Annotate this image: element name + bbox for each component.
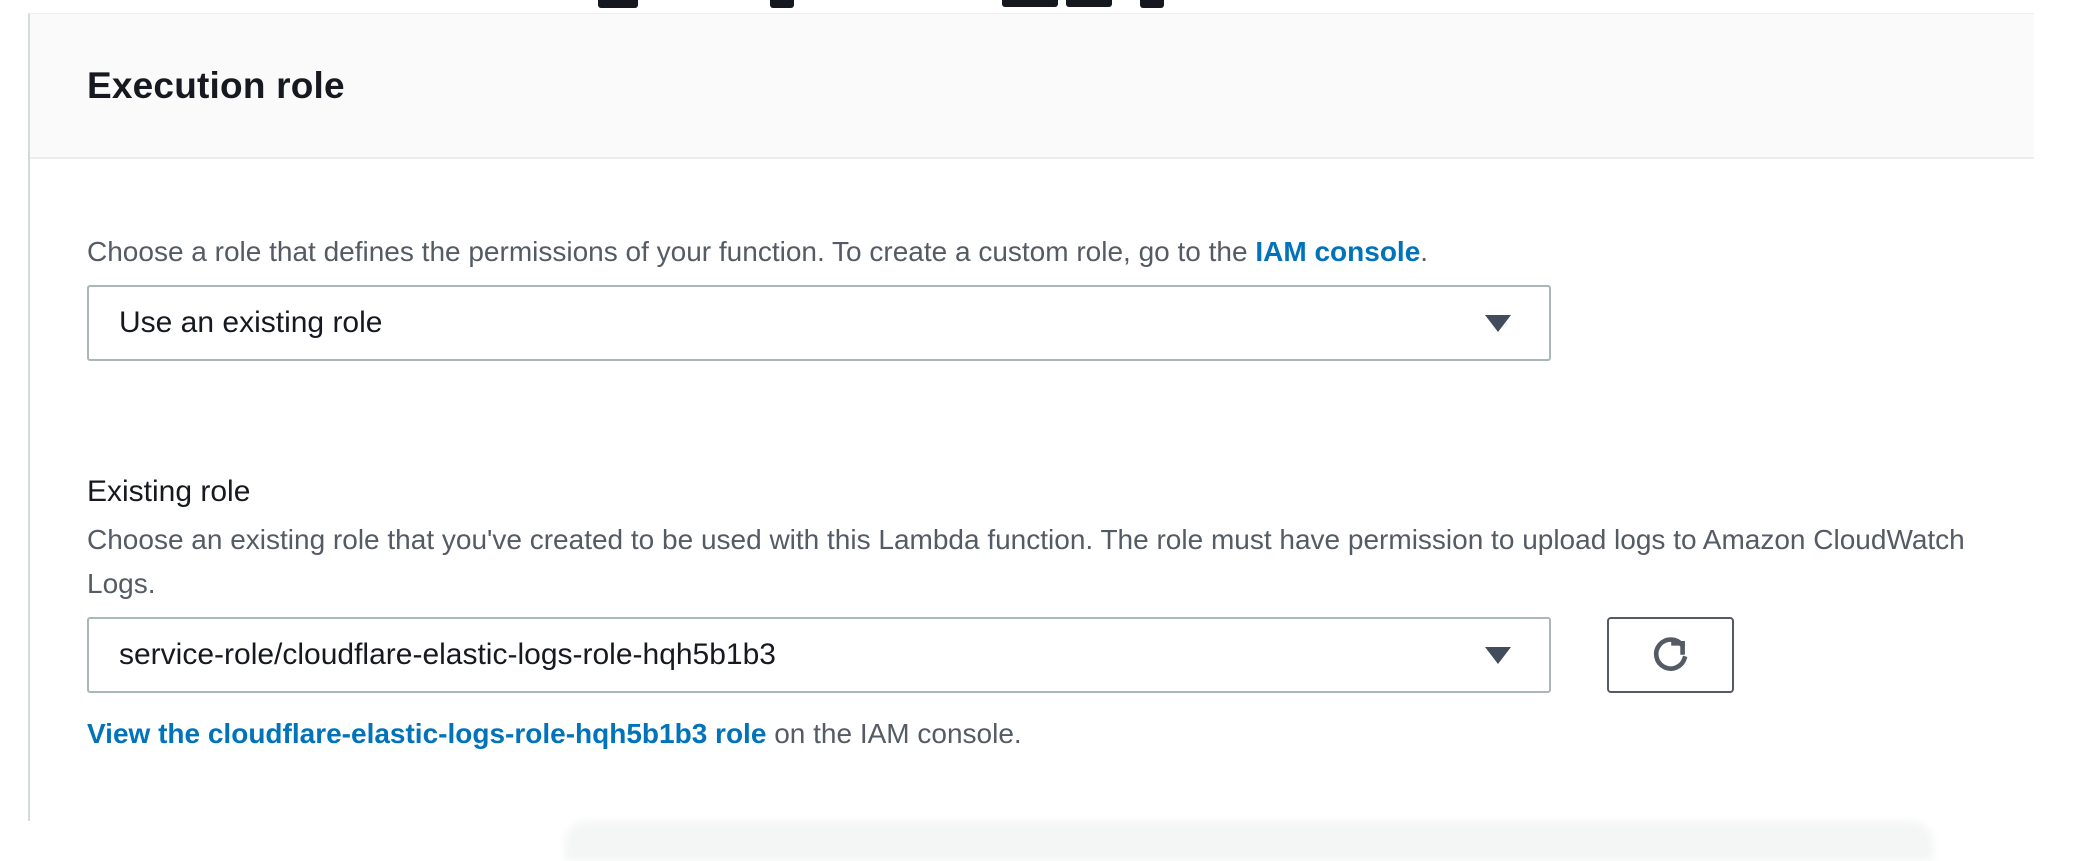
clipped-text-fragment bbox=[598, 0, 638, 8]
execution-role-panel: Execution role Choose a role that define… bbox=[28, 13, 2034, 821]
role-description-text: Choose a role that defines the permissio… bbox=[87, 236, 1256, 267]
next-panel-top-edge bbox=[565, 821, 1933, 861]
panel-body: Choose a role that defines the permissio… bbox=[30, 159, 2034, 750]
refresh-icon bbox=[1649, 632, 1693, 679]
view-role-line: View the cloudflare-elastic-logs-role-hq… bbox=[87, 718, 1994, 750]
existing-role-help: Choose an existing role that you've crea… bbox=[87, 524, 1965, 599]
chevron-down-icon bbox=[1485, 646, 1511, 664]
existing-role-select[interactable]: service-role/cloudflare-elastic-logs-rol… bbox=[87, 617, 1551, 693]
existing-role-field: Existing role Choose an existing role th… bbox=[87, 475, 1994, 750]
panel-title: Execution role bbox=[87, 64, 345, 106]
existing-role-select-row: service-role/cloudflare-elastic-logs-rol… bbox=[87, 617, 1994, 693]
view-role-suffix: on the IAM console. bbox=[766, 718, 1022, 749]
clipped-text-fragment bbox=[1002, 0, 1058, 7]
role-description-period: . bbox=[1420, 236, 1429, 267]
existing-role-select-value: service-role/cloudflare-elastic-logs-rol… bbox=[119, 638, 776, 671]
existing-role-label: Existing role bbox=[87, 475, 251, 508]
role-type-select[interactable]: Use an existing role bbox=[87, 285, 1551, 361]
role-type-select-value: Use an existing role bbox=[119, 306, 383, 339]
iam-console-link[interactable]: IAM console bbox=[1255, 236, 1421, 267]
chevron-down-icon bbox=[1485, 314, 1511, 332]
clipped-text-fragment bbox=[770, 0, 794, 8]
view-role-link[interactable]: View the cloudflare-elastic-logs-role-hq… bbox=[87, 718, 767, 749]
refresh-roles-button[interactable] bbox=[1607, 617, 1734, 693]
clipped-text-fragment bbox=[1066, 0, 1112, 7]
panel-header: Execution role bbox=[30, 14, 2034, 159]
role-description: Choose a role that defines the permissio… bbox=[87, 236, 1994, 268]
clipped-text-fragment bbox=[1140, 0, 1164, 8]
